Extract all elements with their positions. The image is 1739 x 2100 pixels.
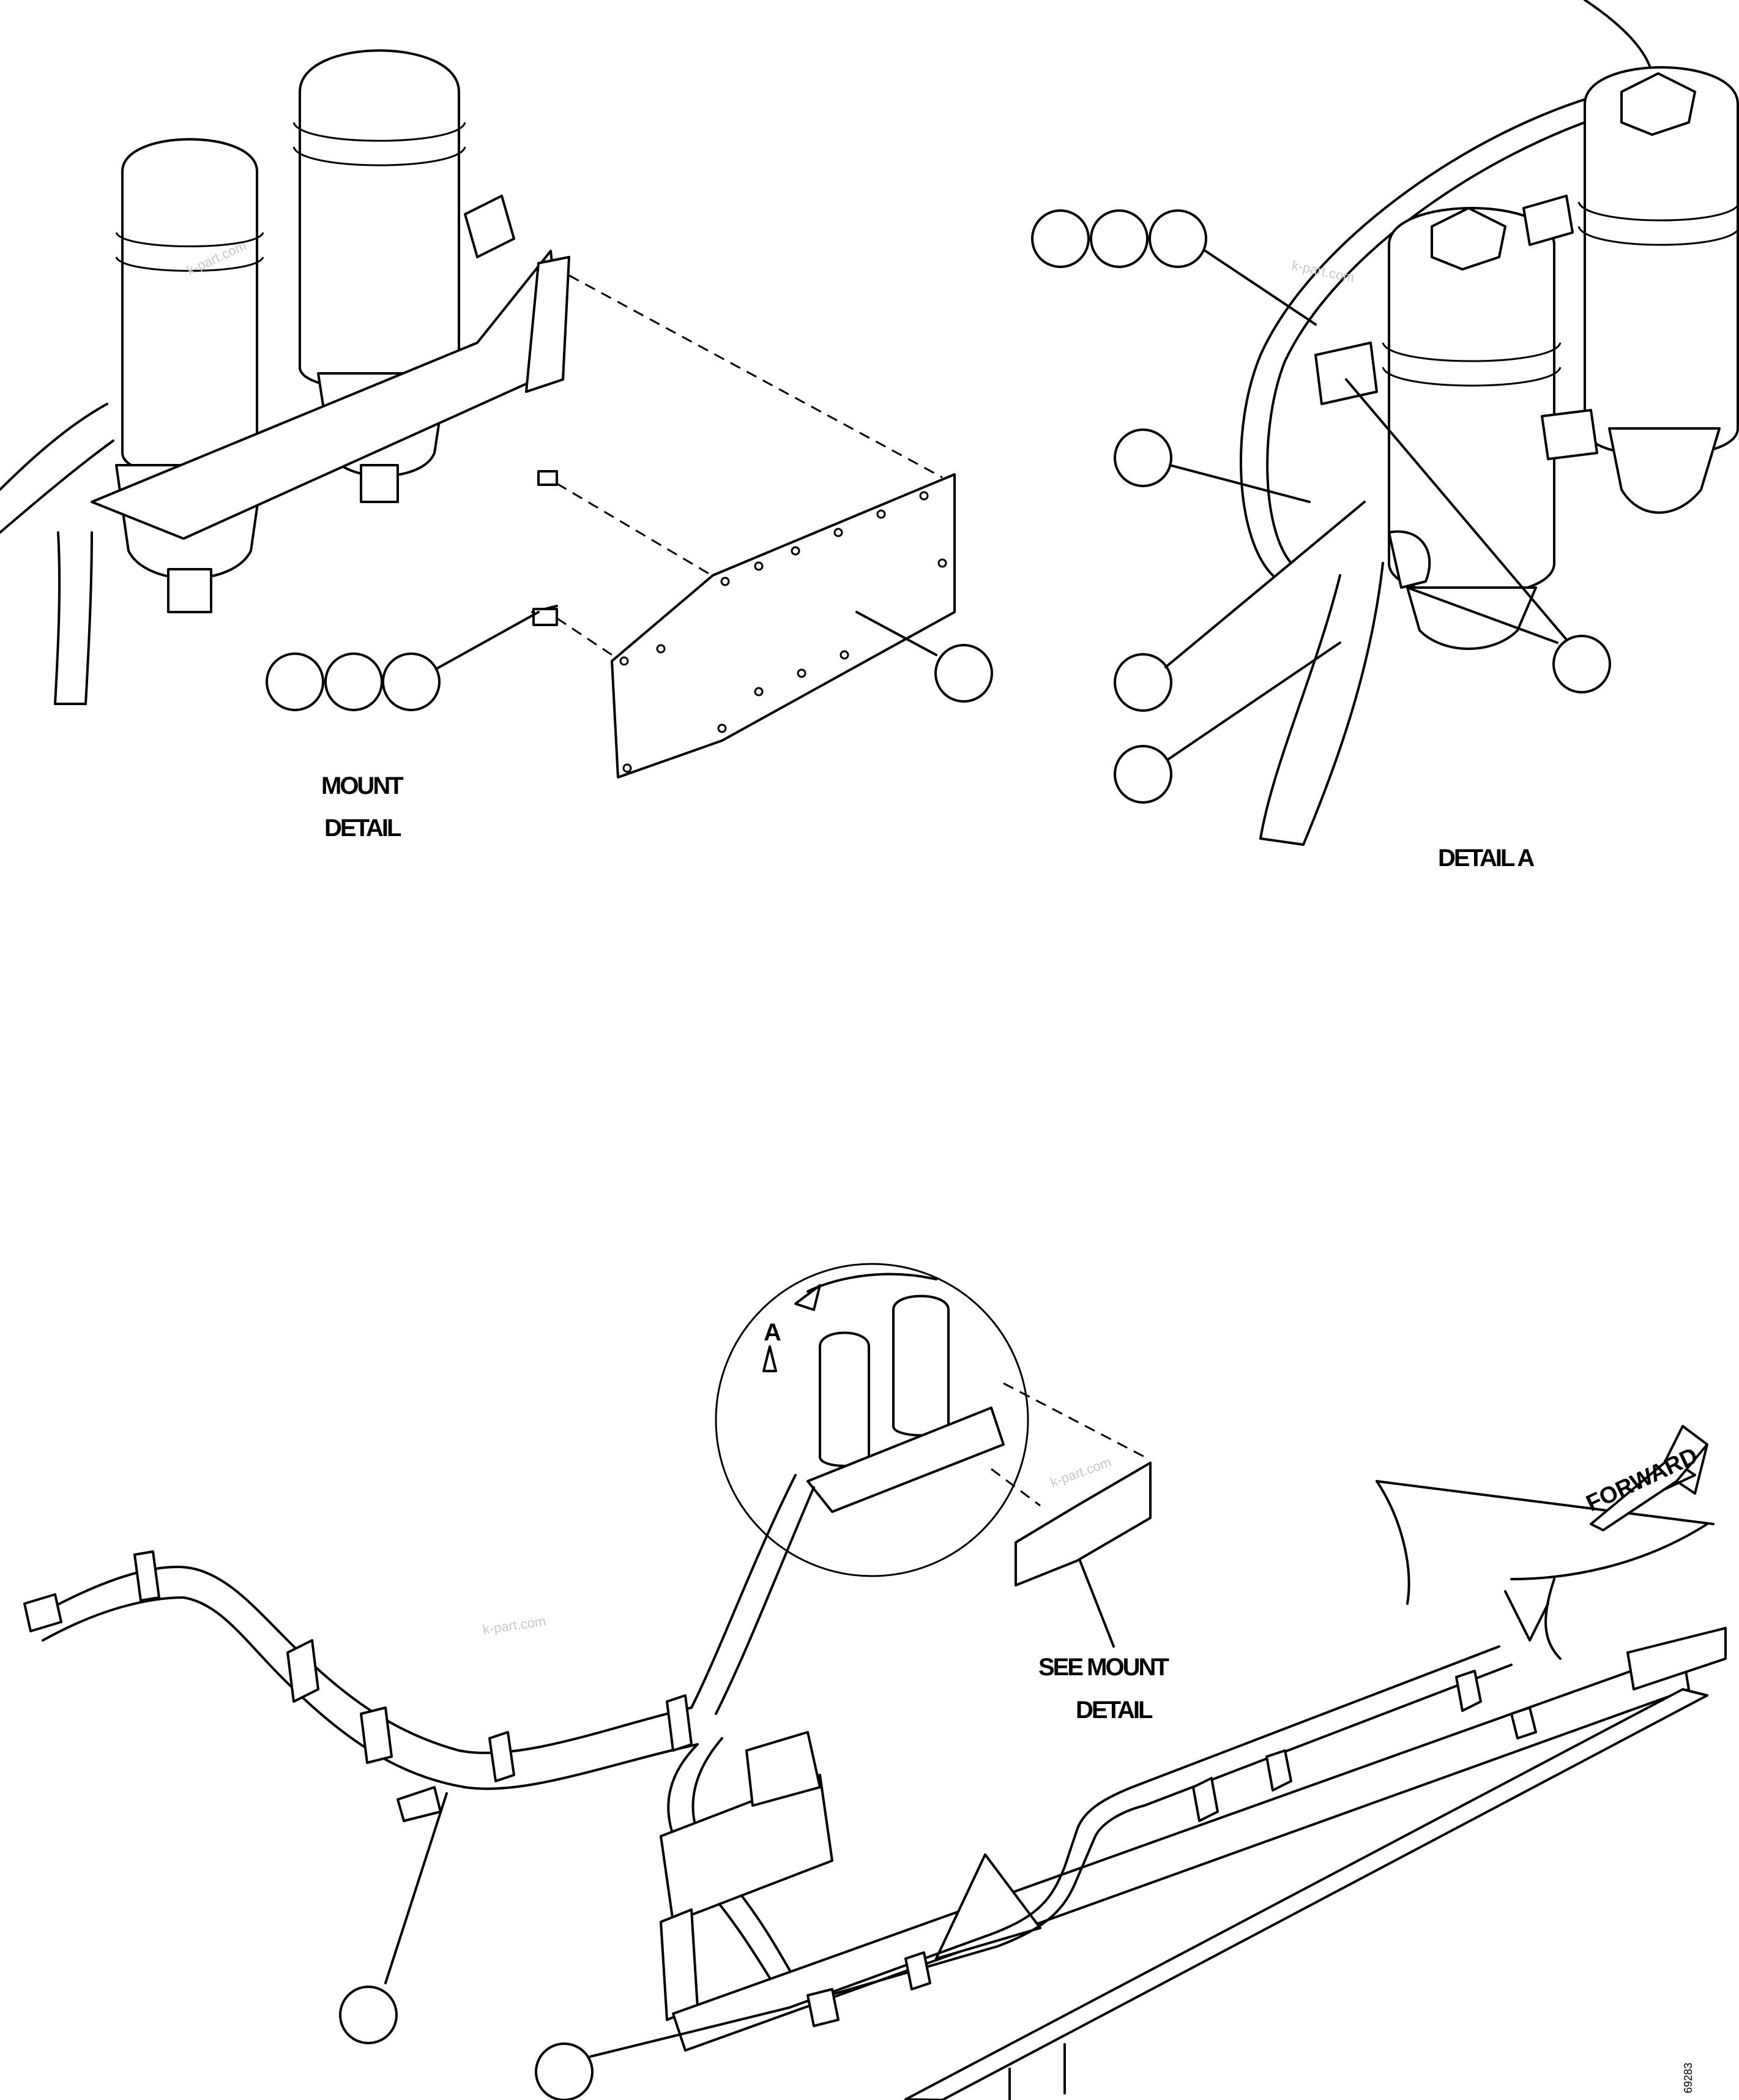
- detail-a-label: DETAIL A: [1438, 845, 1534, 872]
- callout-bubble: [1114, 745, 1172, 804]
- plate-holes: [619, 491, 947, 773]
- callout-bubble: [1090, 209, 1149, 268]
- mount-detail-label-line1: MOUNT: [321, 772, 403, 799]
- mount-detail-view: MOUNT DETAIL k-part.com: [0, 49, 993, 842]
- callout-bubble: [1149, 209, 1207, 268]
- callout-bubble: [339, 1986, 398, 2044]
- callout-bubble: [1114, 653, 1172, 712]
- callout-bubble: [1114, 428, 1172, 487]
- watermark: k-part.com: [482, 1613, 546, 1637]
- drawing-code: 69283: [1682, 2063, 1694, 2093]
- main-installation-view: A k-part.com SEE MOUNT DETAIL k-part.com: [23, 1263, 1727, 2100]
- see-mount-label-line2: DETAIL: [1076, 1697, 1153, 1724]
- mount-detail-label-line2: DETAIL: [324, 815, 401, 842]
- callout-bubble: [382, 652, 441, 711]
- detail-a-circle: [715, 1263, 1029, 1577]
- callout-bubble: [535, 2042, 594, 2100]
- callout-bubble: [266, 652, 324, 711]
- callout-bubble: [1031, 209, 1090, 268]
- view-letter-a: A: [764, 1319, 781, 1346]
- watermark: k-part.com: [1048, 1454, 1113, 1490]
- callout-bubble: [934, 644, 993, 703]
- see-mount-label-line1: SEE MOUNT: [1038, 1654, 1169, 1681]
- watermark: k-part.com: [1290, 257, 1356, 285]
- callout-bubble: [324, 652, 383, 711]
- detail-a-view: DETAIL A k-part.com: [1031, 0, 1739, 872]
- callout-bubble: [1552, 635, 1611, 693]
